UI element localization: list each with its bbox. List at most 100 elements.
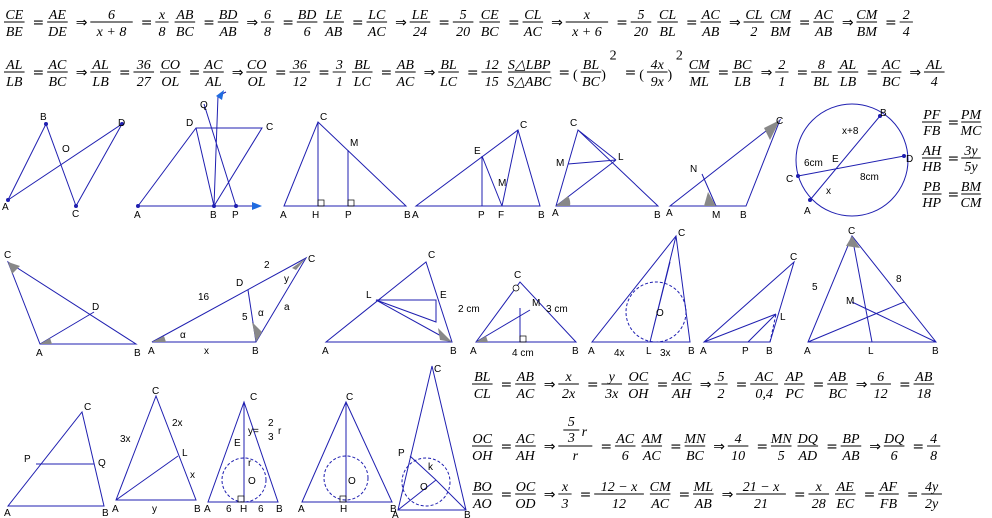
formula-numerator: x — [564, 370, 572, 385]
formula-numerator: OC — [473, 432, 493, 447]
formula-denominator: BC — [48, 75, 67, 90]
fig17-label-9: 6 — [226, 504, 232, 515]
formula-denominator: BC — [582, 75, 601, 90]
formula-denominator: AB — [814, 25, 833, 40]
formula-numerator: AL — [91, 58, 109, 73]
formula-numerator: 3y — [963, 144, 978, 159]
formula-numerator: BC — [733, 58, 752, 73]
formula-denominator: 6 — [622, 449, 629, 464]
formula-denominator: 2 — [718, 387, 725, 402]
formula-paren: ( — [639, 68, 644, 83]
formula-denominator: DE — [47, 25, 67, 40]
formula-denominator: 10 — [731, 449, 745, 464]
formula-denominator: CL — [474, 387, 491, 402]
formula-numerator: MN — [770, 432, 793, 447]
formula-numerator: AE — [836, 480, 855, 495]
formula-operator: = — [381, 65, 393, 81]
formula-operator: = — [558, 65, 570, 81]
formula-numerator: AL — [839, 58, 857, 73]
fig13-label-1: L — [780, 312, 786, 323]
fig5-label-3: A — [552, 208, 559, 219]
formula-denominator: AL — [204, 75, 222, 90]
formula-operator: ⇒ — [722, 487, 734, 503]
fig8-label-3: B — [134, 348, 141, 359]
fig12-label-3: 4x — [614, 348, 625, 359]
fig16-label-1: 3x — [120, 434, 131, 445]
formula-denominator: HP — [921, 196, 941, 211]
fig9-label-0: 2 — [264, 260, 270, 271]
fig19-label-4: A — [392, 510, 399, 518]
formula-numerator: CL — [524, 8, 541, 23]
formula-denominator: 2y — [925, 497, 939, 512]
formula-denominator: 15 — [485, 75, 499, 90]
fig18-label-3: H — [340, 504, 347, 515]
formula-denominator: AB — [324, 25, 343, 40]
formula-numerator: AL — [925, 58, 943, 73]
formula-numerator: 36 — [292, 58, 307, 73]
figure-19-triangle-circle: C P k O A B — [392, 364, 471, 518]
fig9-label-11: B — [252, 346, 259, 357]
formula-denominator: 1 — [336, 75, 343, 90]
fig5-label-1: M — [556, 158, 564, 169]
formula-denominator: PC — [784, 387, 804, 402]
formula-numerator: AC — [754, 370, 774, 385]
fig11-label-0: 2 cm — [458, 304, 480, 315]
fig16-label-3: L — [182, 448, 188, 459]
formula-numerator: BL — [583, 58, 600, 73]
formula-numerator: 4 — [735, 432, 742, 447]
fig9-label-9: α — [180, 330, 186, 341]
fig8-label-1: D — [92, 302, 99, 313]
fig3-label-0: C — [320, 112, 327, 123]
formula-denominator: 3 — [560, 497, 568, 512]
formula-numerator: 5 — [718, 370, 725, 385]
formula-numerator: 21 − x — [743, 480, 780, 495]
formula-numerator: CL — [745, 8, 762, 23]
formula-denominator: BC — [829, 387, 848, 402]
fig6-label-0: C — [776, 116, 783, 127]
formula-numerator: y — [607, 370, 616, 385]
formula-denominator: AC — [642, 449, 662, 464]
figure-5-triangle-midline: C M L A B — [552, 118, 661, 221]
formula-operator: = — [899, 377, 911, 393]
formula-numerator: 2 — [903, 8, 910, 23]
formula-operator: = — [717, 65, 729, 81]
fig4-label-1: E — [474, 146, 481, 157]
formula-denominator: FB — [879, 497, 898, 512]
fig10-label-0: C — [428, 250, 435, 261]
formula-denominator: 20 — [634, 25, 648, 40]
fig14-label-6: B — [932, 346, 939, 357]
fig9-label-4: D — [236, 278, 243, 289]
formula-numerator: 2 — [778, 58, 785, 73]
formula-exponent: 2 — [610, 48, 617, 63]
formula-denominator: 3x — [604, 387, 619, 402]
formula-numerator: MN — [683, 432, 706, 447]
formula-operator: = — [467, 65, 479, 81]
figure-9-triangle-alpha: 2 C y 16 D 5 α a A α x B — [148, 254, 315, 357]
formula-numerator: x — [815, 480, 823, 495]
formula-denominator: 28 — [812, 497, 826, 512]
formula-denominator: 2x — [562, 387, 576, 402]
formula-numerator: LE — [324, 8, 342, 23]
formula-operator: ⇒ — [424, 65, 436, 81]
formula-numerator: AC — [47, 58, 67, 73]
formula-denominator: AC — [523, 25, 543, 40]
formula-numerator: 12 − x — [601, 480, 638, 495]
formula-denominator: 18 — [917, 387, 931, 402]
formula-numerator: AB — [914, 370, 933, 385]
fig11-label-6: C — [514, 270, 521, 281]
formula-denominator: CM — [960, 196, 982, 211]
formula-numerator: OC — [516, 480, 536, 495]
formula-operator: = — [318, 65, 330, 81]
formula-denominator: 20 — [456, 25, 470, 40]
formula-operator: = — [813, 377, 825, 393]
fig4-label-3: A — [412, 210, 419, 221]
formula-numerator: AC — [672, 370, 692, 385]
formula-denominator: AB — [701, 25, 720, 40]
formula-numerator: AC — [515, 432, 535, 447]
formula-numerator: CM — [689, 58, 711, 73]
fig7-label-2: E — [832, 154, 839, 165]
formula-numerator: DQ — [883, 432, 904, 447]
formula-operator: = — [580, 487, 592, 503]
formula-denominator: OL — [161, 75, 179, 90]
